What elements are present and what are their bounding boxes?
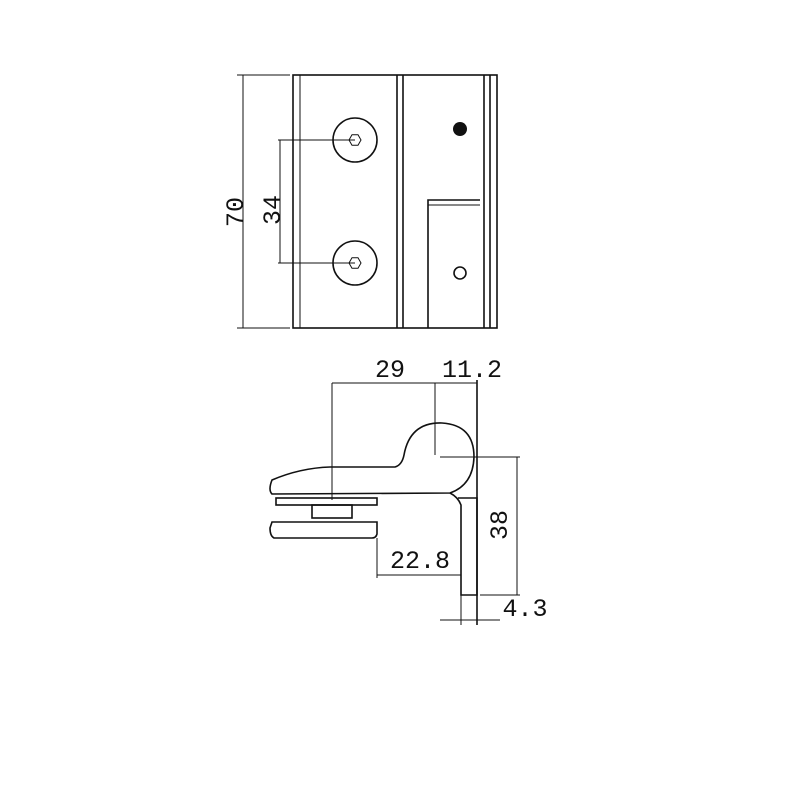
clamp-stem xyxy=(311,504,353,519)
front-view: 70 34 xyxy=(222,74,498,329)
gasket-plate xyxy=(275,497,378,506)
small-hole xyxy=(453,266,467,280)
plate-outline xyxy=(292,74,498,329)
hex-socket-icon xyxy=(348,134,362,146)
hex-socket-icon xyxy=(348,257,362,269)
dim-label-34: 34 xyxy=(259,195,288,225)
hinge-leg xyxy=(449,492,478,596)
dim-label-22.8: 22.8 xyxy=(390,547,450,576)
side-view: 29 11.2 22.8 38 4.3 xyxy=(269,356,548,625)
dim-label-38: 38 xyxy=(486,510,515,540)
cutout-rect xyxy=(427,199,480,328)
clamp-plate xyxy=(269,521,378,539)
dim-label-11.2: 11.2 xyxy=(442,356,502,385)
hinge-body-profile xyxy=(269,422,475,495)
dim-label-4.3: 4.3 xyxy=(502,595,547,624)
pin-dot xyxy=(453,122,467,136)
dim-label-70: 70 xyxy=(222,197,251,227)
dim-label-29: 29 xyxy=(375,356,405,385)
